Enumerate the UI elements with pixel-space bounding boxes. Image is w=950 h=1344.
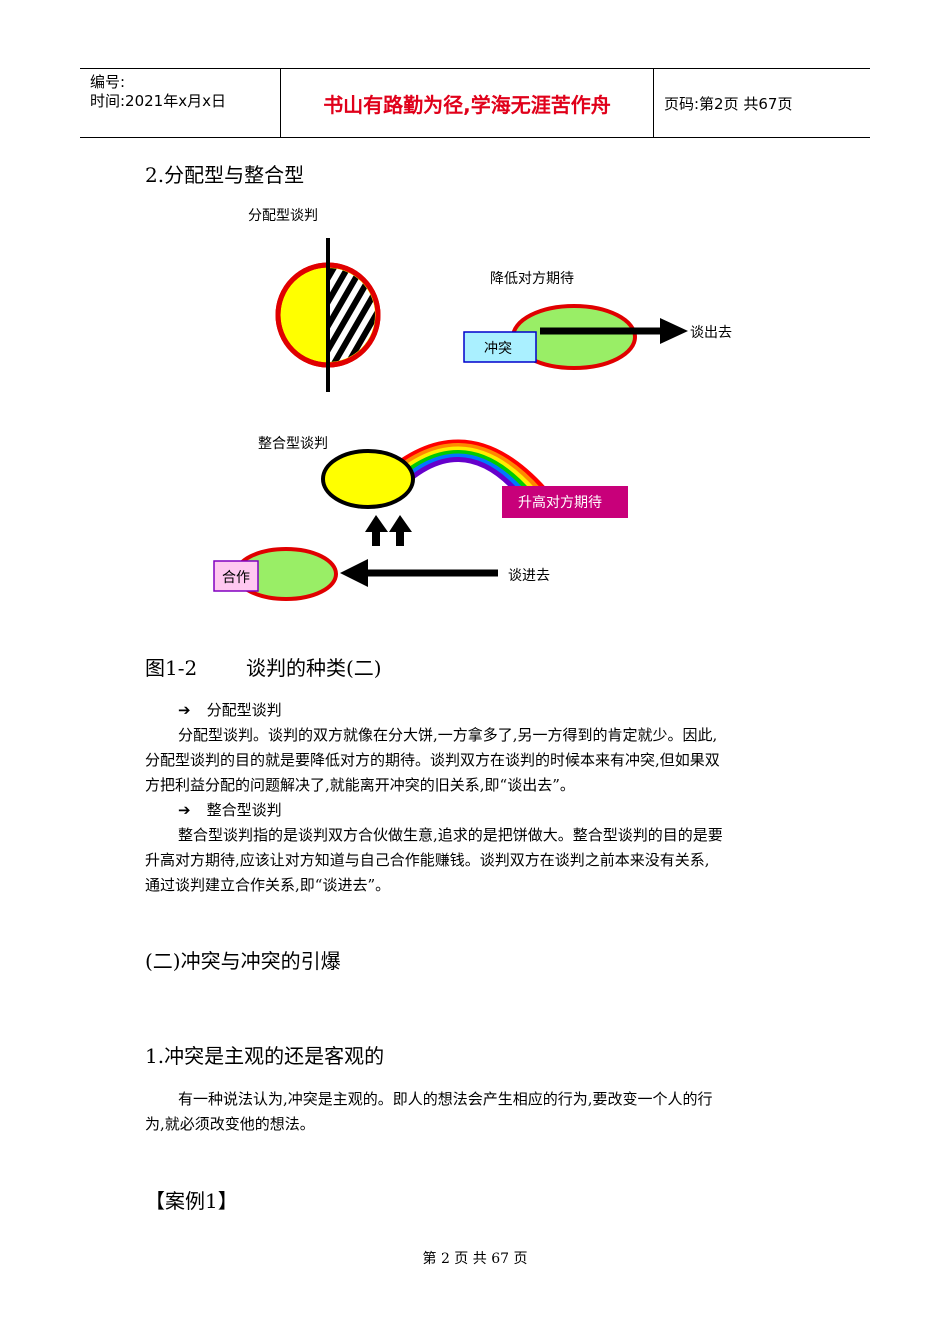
cooperate-box bbox=[213, 560, 259, 592]
talk-out-arrow-icon bbox=[540, 318, 688, 344]
integrative-line-3: 通过谈判建立合作关系,即“谈进去”。 bbox=[145, 876, 391, 894]
figure-caption-title: 谈判的种类(二) bbox=[246, 656, 382, 680]
raise-expectation-box bbox=[502, 486, 628, 518]
integrative-line-1: 整合型谈判指的是谈判双方合伙做生意,追求的是把饼做大。整合型谈判的目的是要 bbox=[178, 826, 723, 844]
arrow-icon: ➔ bbox=[178, 801, 191, 819]
distributive-diagram-title: 分配型谈判 bbox=[248, 208, 318, 224]
subsection-heading: 1.冲突是主观的还是客观的 bbox=[145, 1044, 385, 1068]
split-pie-icon bbox=[275, 238, 381, 392]
distributive-line-1: 分配型谈判。谈判的双方就像在分大饼,一方拿多了,另一方得到的肯定就少。因此, bbox=[178, 726, 718, 744]
header-date-label: 时间:2021年x月x日 bbox=[90, 92, 226, 110]
header-motto: 书山有路勤为径,学海无涯苦作舟 bbox=[281, 69, 654, 137]
bullet-distributive: ➔ 分配型谈判 bbox=[178, 698, 282, 723]
talk-in-label: 谈进去 bbox=[508, 568, 550, 584]
integrative-yellow-oval bbox=[321, 449, 415, 509]
section-heading: 2.分配型与整合型 bbox=[145, 163, 305, 187]
case-heading: 【案例1】 bbox=[145, 1189, 238, 1213]
body-line-1: 有一种说法认为,冲突是主观的。即人的想法会产生相应的行为,要改变一个人的行 bbox=[178, 1090, 713, 1108]
distributive-line-3: 方把利益分配的问题解决了,就能离开冲突的旧关系,即“谈出去”。 bbox=[145, 776, 575, 794]
page-header: 编号: 时间:2021年x月x日 书山有路勤为径,学海无涯苦作舟 页码:第2页 … bbox=[80, 68, 870, 138]
bullet-integrative-title: 整合型谈判 bbox=[206, 801, 282, 819]
integrative-diagram-title: 整合型谈判 bbox=[258, 436, 328, 452]
conflict-box bbox=[463, 331, 537, 363]
arrow-icon: ➔ bbox=[178, 701, 191, 719]
conflict-box-label: 冲突 bbox=[484, 341, 512, 357]
cooperate-box-label: 合作 bbox=[222, 570, 250, 586]
up-arrows-icon bbox=[365, 515, 412, 546]
section2-heading: (二)冲突与冲突的引爆 bbox=[145, 949, 341, 973]
raise-expectation-label: 升高对方期待 bbox=[518, 494, 602, 511]
page-footer: 第 2 页 共 67 页 bbox=[422, 1251, 528, 1267]
talk-in-arrow-icon bbox=[340, 559, 498, 587]
header-number-label: 编号: bbox=[90, 73, 126, 91]
talk-out-label: 谈出去 bbox=[690, 325, 732, 341]
header-meta: 编号: 时间:2021年x月x日 bbox=[80, 69, 281, 137]
body-line-2: 为,就必须改变他的想法。 bbox=[145, 1115, 315, 1133]
negotiation-types-diagram: 分配型谈判 降低对方期待 冲突 谈出去 整合型谈判 升高对方期待 合作 谈进去 bbox=[213, 208, 732, 601]
integrative-line-2: 升高对方期待,应该让对方知道与自己合作能赚钱。谈判双方在谈判之前本来没有关系, bbox=[145, 851, 710, 869]
figure-caption-label: 图1-2 bbox=[145, 656, 198, 680]
lower-expectation-label: 降低对方期待 bbox=[490, 271, 574, 287]
distributive-line-2: 分配型谈判的目的就是要降低对方的期待。谈判双方在谈判的时候本来有冲突,但如果双 bbox=[145, 751, 720, 769]
bullet-integrative: ➔ 整合型谈判 bbox=[178, 798, 282, 823]
header-page-label: 页码:第2页 共67页 bbox=[664, 94, 793, 113]
bullet-distributive-title: 分配型谈判 bbox=[206, 701, 282, 719]
